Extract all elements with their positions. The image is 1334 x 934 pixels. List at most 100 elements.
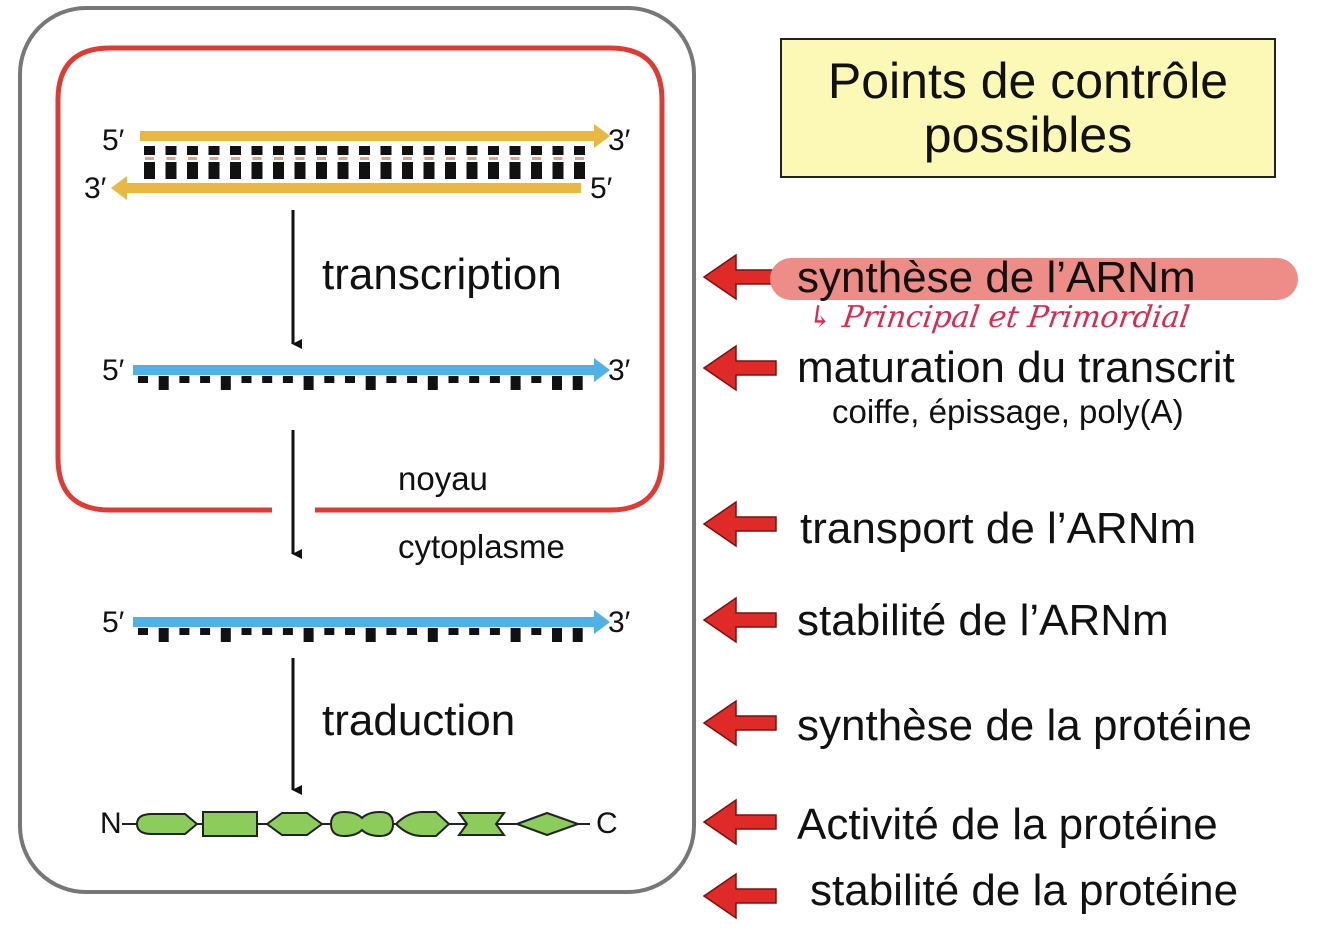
premrna-base xyxy=(138,376,148,383)
highlight-mark xyxy=(770,258,1298,300)
control-arrow xyxy=(702,344,777,392)
base-pair xyxy=(445,146,456,155)
base-pair xyxy=(337,146,349,155)
premrna-5-label: 5′ xyxy=(102,354,125,387)
control-point-synthese-proteine: synthèse de la protéine xyxy=(797,701,1252,750)
base-pair xyxy=(230,162,241,179)
premrna-base xyxy=(179,376,190,383)
premrna-base xyxy=(200,376,211,383)
mrna-base xyxy=(531,628,542,635)
base-pair-bond xyxy=(575,157,584,160)
mrna-base xyxy=(200,628,211,635)
base-pair xyxy=(359,146,370,155)
base-pair xyxy=(552,162,564,179)
domain-7 xyxy=(514,811,581,837)
base-pair xyxy=(144,162,155,179)
protein-c-terminus: C xyxy=(596,807,618,840)
base-pair xyxy=(509,162,521,179)
premrna-base xyxy=(365,376,376,390)
dna-double-strand xyxy=(111,124,610,200)
control-point-activite-proteine: Activité de la protéine xyxy=(797,800,1218,849)
base-pair-bond xyxy=(166,157,176,160)
premrna-arrowhead xyxy=(594,358,610,382)
protein-chain xyxy=(122,810,590,838)
mrna-base xyxy=(262,628,273,635)
premrna-base xyxy=(158,376,169,390)
base-pair-bond xyxy=(338,157,348,160)
base-pair-bond xyxy=(467,157,477,160)
base-pair xyxy=(552,146,564,155)
premrna-base xyxy=(282,376,293,383)
base-pair-bond xyxy=(360,157,369,160)
handwritten-annotation: ↳ Principal et Primordial xyxy=(805,300,1192,335)
base-pair xyxy=(251,162,263,179)
mrna-base xyxy=(469,628,480,635)
domain-5 xyxy=(394,811,451,837)
mrna-base xyxy=(448,628,459,635)
mrna-base xyxy=(572,628,583,642)
premrna-base xyxy=(427,376,438,390)
mrna-base xyxy=(158,628,169,642)
dna-bottom-5-label: 5′ xyxy=(590,172,613,205)
premrna-base xyxy=(552,376,562,390)
base-pair xyxy=(187,162,198,179)
control-point-maturation: maturation du transcrit xyxy=(797,343,1235,392)
control-point-stabilite-proteine: stabilité de la protéine xyxy=(810,866,1239,915)
control-arrow xyxy=(702,500,777,548)
base-pair xyxy=(208,146,220,155)
traduction-label: traduction xyxy=(322,696,516,745)
mrna-backbone xyxy=(133,617,595,627)
base-pair-bond xyxy=(532,157,541,160)
mrna-base xyxy=(386,628,397,635)
premrna-base xyxy=(448,376,459,383)
dna-bottom-3-label: 3′ xyxy=(84,172,107,205)
nucleus-outline xyxy=(55,45,665,513)
control-arrow xyxy=(702,872,777,920)
mrna-base xyxy=(220,628,231,642)
mature-mrna-strand xyxy=(133,610,610,642)
base-pair-bond xyxy=(231,157,240,160)
premrna-base xyxy=(241,376,252,383)
premrna-base xyxy=(303,376,314,390)
base-pair-bond xyxy=(489,157,498,160)
base-pair xyxy=(294,146,306,155)
mrna-base xyxy=(407,628,418,635)
base-pair xyxy=(273,146,284,155)
premrna-base xyxy=(407,376,418,383)
title-line-2: possibles xyxy=(923,107,1133,163)
dna-top-arrowhead xyxy=(594,124,610,148)
transcription-label: transcription xyxy=(322,250,562,299)
base-pair-bond xyxy=(553,157,563,160)
mrna-base xyxy=(489,628,500,635)
mrna-base xyxy=(282,628,293,635)
mrna-base xyxy=(345,628,355,635)
base-pair xyxy=(316,162,327,179)
base-pair xyxy=(380,146,392,155)
control-point-synthese-arnm: synthèse de l’ARNm xyxy=(797,253,1196,302)
premrna-base xyxy=(489,376,500,383)
control-arrow xyxy=(702,699,777,747)
mrna-base xyxy=(510,628,521,642)
control-point-transport: transport de l’ARNm xyxy=(800,504,1197,553)
base-pair xyxy=(165,162,177,179)
base-pair xyxy=(144,146,155,155)
base-pair xyxy=(251,146,263,155)
protein-n-terminus: N xyxy=(100,807,122,840)
base-pair-bond xyxy=(510,157,520,160)
premrna-base xyxy=(531,376,542,383)
base-pair-bond xyxy=(424,157,434,160)
base-pair xyxy=(380,162,392,179)
base-pair xyxy=(402,146,413,155)
cell-outline xyxy=(18,6,696,894)
mrna-base xyxy=(138,628,148,635)
base-pair-bond xyxy=(274,157,283,160)
domain-2 xyxy=(202,811,258,837)
base-pair xyxy=(531,146,542,155)
premrna-base xyxy=(572,376,583,390)
base-pair-bond xyxy=(145,157,154,160)
noyau-label: noyau xyxy=(398,460,488,497)
base-pair xyxy=(165,146,177,155)
base-pair xyxy=(337,162,349,179)
premrna-3-label: 3′ xyxy=(608,354,631,387)
mrna-5-label: 5′ xyxy=(102,606,125,639)
